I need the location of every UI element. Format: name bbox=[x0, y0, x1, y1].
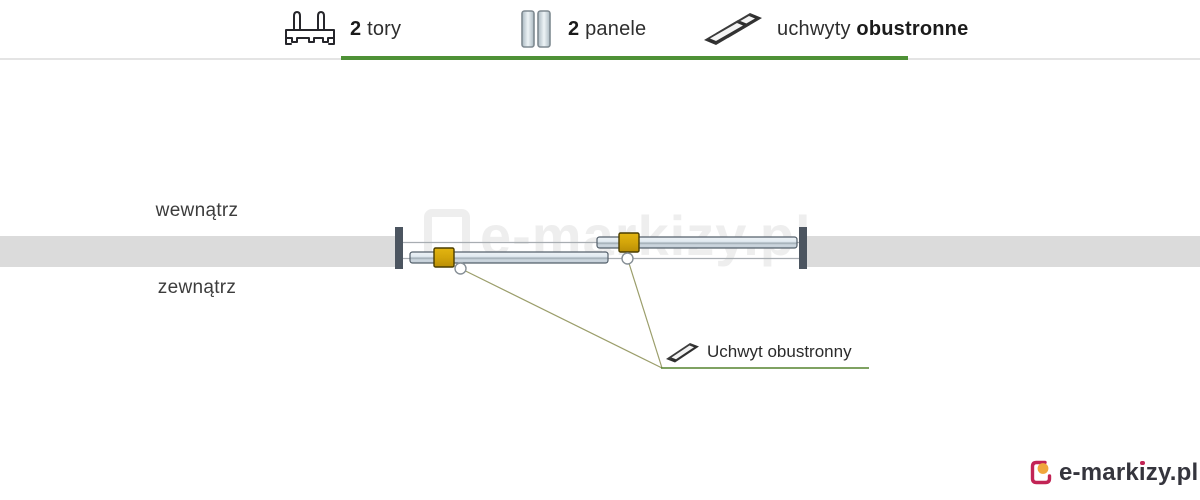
callout-handle-icon bbox=[666, 343, 699, 363]
footer-logo[interactable]: e-markızy.pl bbox=[1028, 458, 1198, 487]
handle-front-panel[interactable] bbox=[433, 247, 455, 268]
panel-rear[interactable] bbox=[596, 236, 798, 249]
wall-left bbox=[0, 236, 395, 267]
header: 2 tory 2 panele bbox=[0, 0, 1200, 60]
tracks-icon bbox=[285, 11, 335, 45]
header-item-panels[interactable]: 2 panele bbox=[520, 0, 646, 58]
callout-label: Uchwyt obustronny bbox=[707, 342, 852, 361]
panels-icon bbox=[521, 10, 551, 48]
footer-logo-text: e-markızy.pl bbox=[1059, 458, 1199, 486]
footer-logo-dot bbox=[1037, 463, 1049, 474]
header-item-tracks[interactable]: 2 tory bbox=[284, 0, 401, 58]
header-item-handles-label: uchwyty obustronne bbox=[777, 17, 969, 40]
header-item-tracks-label: 2 tory bbox=[350, 17, 402, 40]
callout-marker-rear bbox=[621, 252, 634, 265]
callout-line-left bbox=[460, 267, 663, 369]
outside-label: zewnątrz bbox=[157, 277, 237, 298]
handles-icon bbox=[704, 13, 762, 45]
footer-logo-mark bbox=[1030, 460, 1052, 485]
handle-rear-panel[interactable] bbox=[618, 232, 640, 253]
callout-line-right bbox=[626, 258, 663, 369]
post-right bbox=[799, 227, 807, 269]
wall-right bbox=[806, 236, 1200, 267]
header-item-handles[interactable]: uchwyty obustronne bbox=[701, 0, 968, 58]
panel-front[interactable] bbox=[409, 251, 609, 264]
callout-marker-front bbox=[454, 262, 467, 275]
header-item-panels-label: 2 panele bbox=[568, 17, 647, 40]
inside-label: wewnątrz bbox=[155, 200, 239, 221]
active-section-underline bbox=[341, 56, 908, 60]
post-left bbox=[395, 227, 403, 269]
